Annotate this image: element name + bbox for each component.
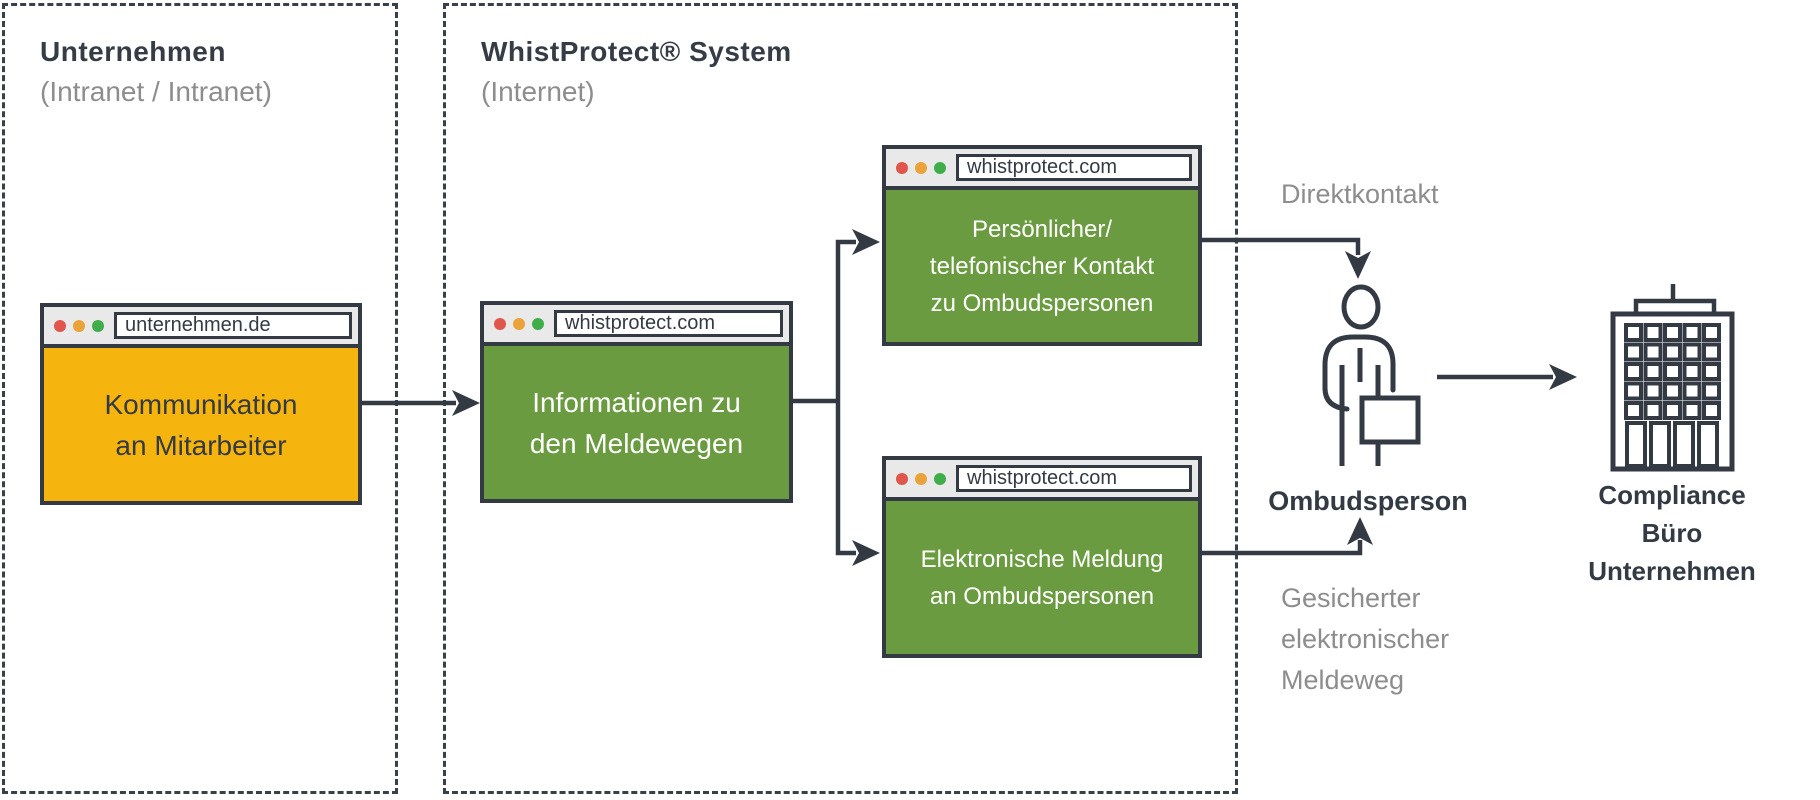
- window-body-electronic-report: Elektronische Meldung an Ombudspersonen: [886, 501, 1198, 654]
- window-dot-yellow-icon: [915, 472, 927, 485]
- window-dot-red-icon: [896, 472, 908, 485]
- window-body-communication: Kommunikation an Mitarbeiter: [44, 348, 358, 501]
- window-dot-green-icon: [934, 161, 946, 174]
- url-field: whistprotect.com: [956, 154, 1192, 181]
- building-doors: [1625, 421, 1719, 468]
- window-titlebar: whistprotect.com: [484, 305, 789, 346]
- direct-contact-label: Direktkontakt: [1281, 179, 1439, 209]
- compliance-office-label: Compliance Büro Unternehmen: [1588, 480, 1756, 586]
- zone-system-title: WhistProtect® System: [481, 36, 792, 67]
- person-icon: [1322, 284, 1421, 466]
- browser-window-personal-contact: whistprotect.com Persönlicher/ telefonis…: [882, 145, 1202, 346]
- window-text-line: Persönlicher/: [971, 215, 1113, 243]
- url-field: whistprotect.com: [554, 310, 783, 337]
- window-text-line: Informationen zu: [532, 386, 741, 418]
- window-body-information: Informationen zu den Meldewegen: [484, 346, 789, 499]
- window-titlebar: whistprotect.com: [886, 149, 1198, 190]
- window-text-line: an Ombudspersonen: [929, 582, 1155, 610]
- window-text-line: an Mitarbeiter: [115, 429, 287, 461]
- window-dot-yellow-icon: [513, 317, 525, 330]
- window-titlebar: whistprotect.com: [886, 460, 1198, 501]
- window-dot-green-icon: [532, 317, 544, 330]
- window-dot-red-icon: [494, 317, 506, 330]
- window-dot-red-icon: [896, 161, 908, 174]
- url-field: whistprotect.com: [956, 465, 1192, 492]
- window-text-line: den Meldewegen: [529, 427, 744, 459]
- window-dot-red-icon: [54, 319, 66, 332]
- zone-company-subtitle: (Intranet / Intranet): [40, 76, 272, 107]
- window-body-personal-contact: Persönlicher/ telefonischer Kontakt zu O…: [886, 190, 1198, 342]
- window-dot-green-icon: [92, 319, 104, 332]
- browser-window-communication: unternehmen.de Kommunikation an Mitarbei…: [40, 303, 362, 505]
- arrow-ombudsperson-to-compliance: [1437, 364, 1577, 390]
- window-dot-yellow-icon: [73, 319, 85, 332]
- window-text-line: zu Ombudspersonen: [930, 289, 1154, 317]
- url-field: unternehmen.de: [114, 312, 352, 339]
- zone-company-title: Unternehmen: [40, 36, 226, 67]
- window-dot-green-icon: [934, 472, 946, 485]
- zone-whistprotect-system: [443, 3, 1238, 794]
- window-text-line: Kommunikation: [104, 388, 298, 420]
- ombudsperson-label: Ombudsperson: [1268, 486, 1468, 516]
- browser-window-information: whistprotect.com Informationen zu den Me…: [480, 301, 793, 503]
- window-text-line: Elektronische Meldung: [920, 545, 1164, 573]
- secure-channel-label: Gesicherter elektronischer Meldeweg: [1281, 583, 1450, 695]
- zone-system-subtitle: (Internet): [481, 76, 595, 107]
- building-windows-grid: [1624, 323, 1721, 420]
- window-text-line: telefonischer Kontakt: [929, 252, 1155, 280]
- zone-company: [2, 3, 398, 794]
- building-icon: [1610, 284, 1735, 472]
- browser-window-electronic-report: whistprotect.com Elektronische Meldung a…: [882, 456, 1202, 658]
- window-titlebar: unternehmen.de: [44, 307, 358, 348]
- window-dot-yellow-icon: [915, 161, 927, 174]
